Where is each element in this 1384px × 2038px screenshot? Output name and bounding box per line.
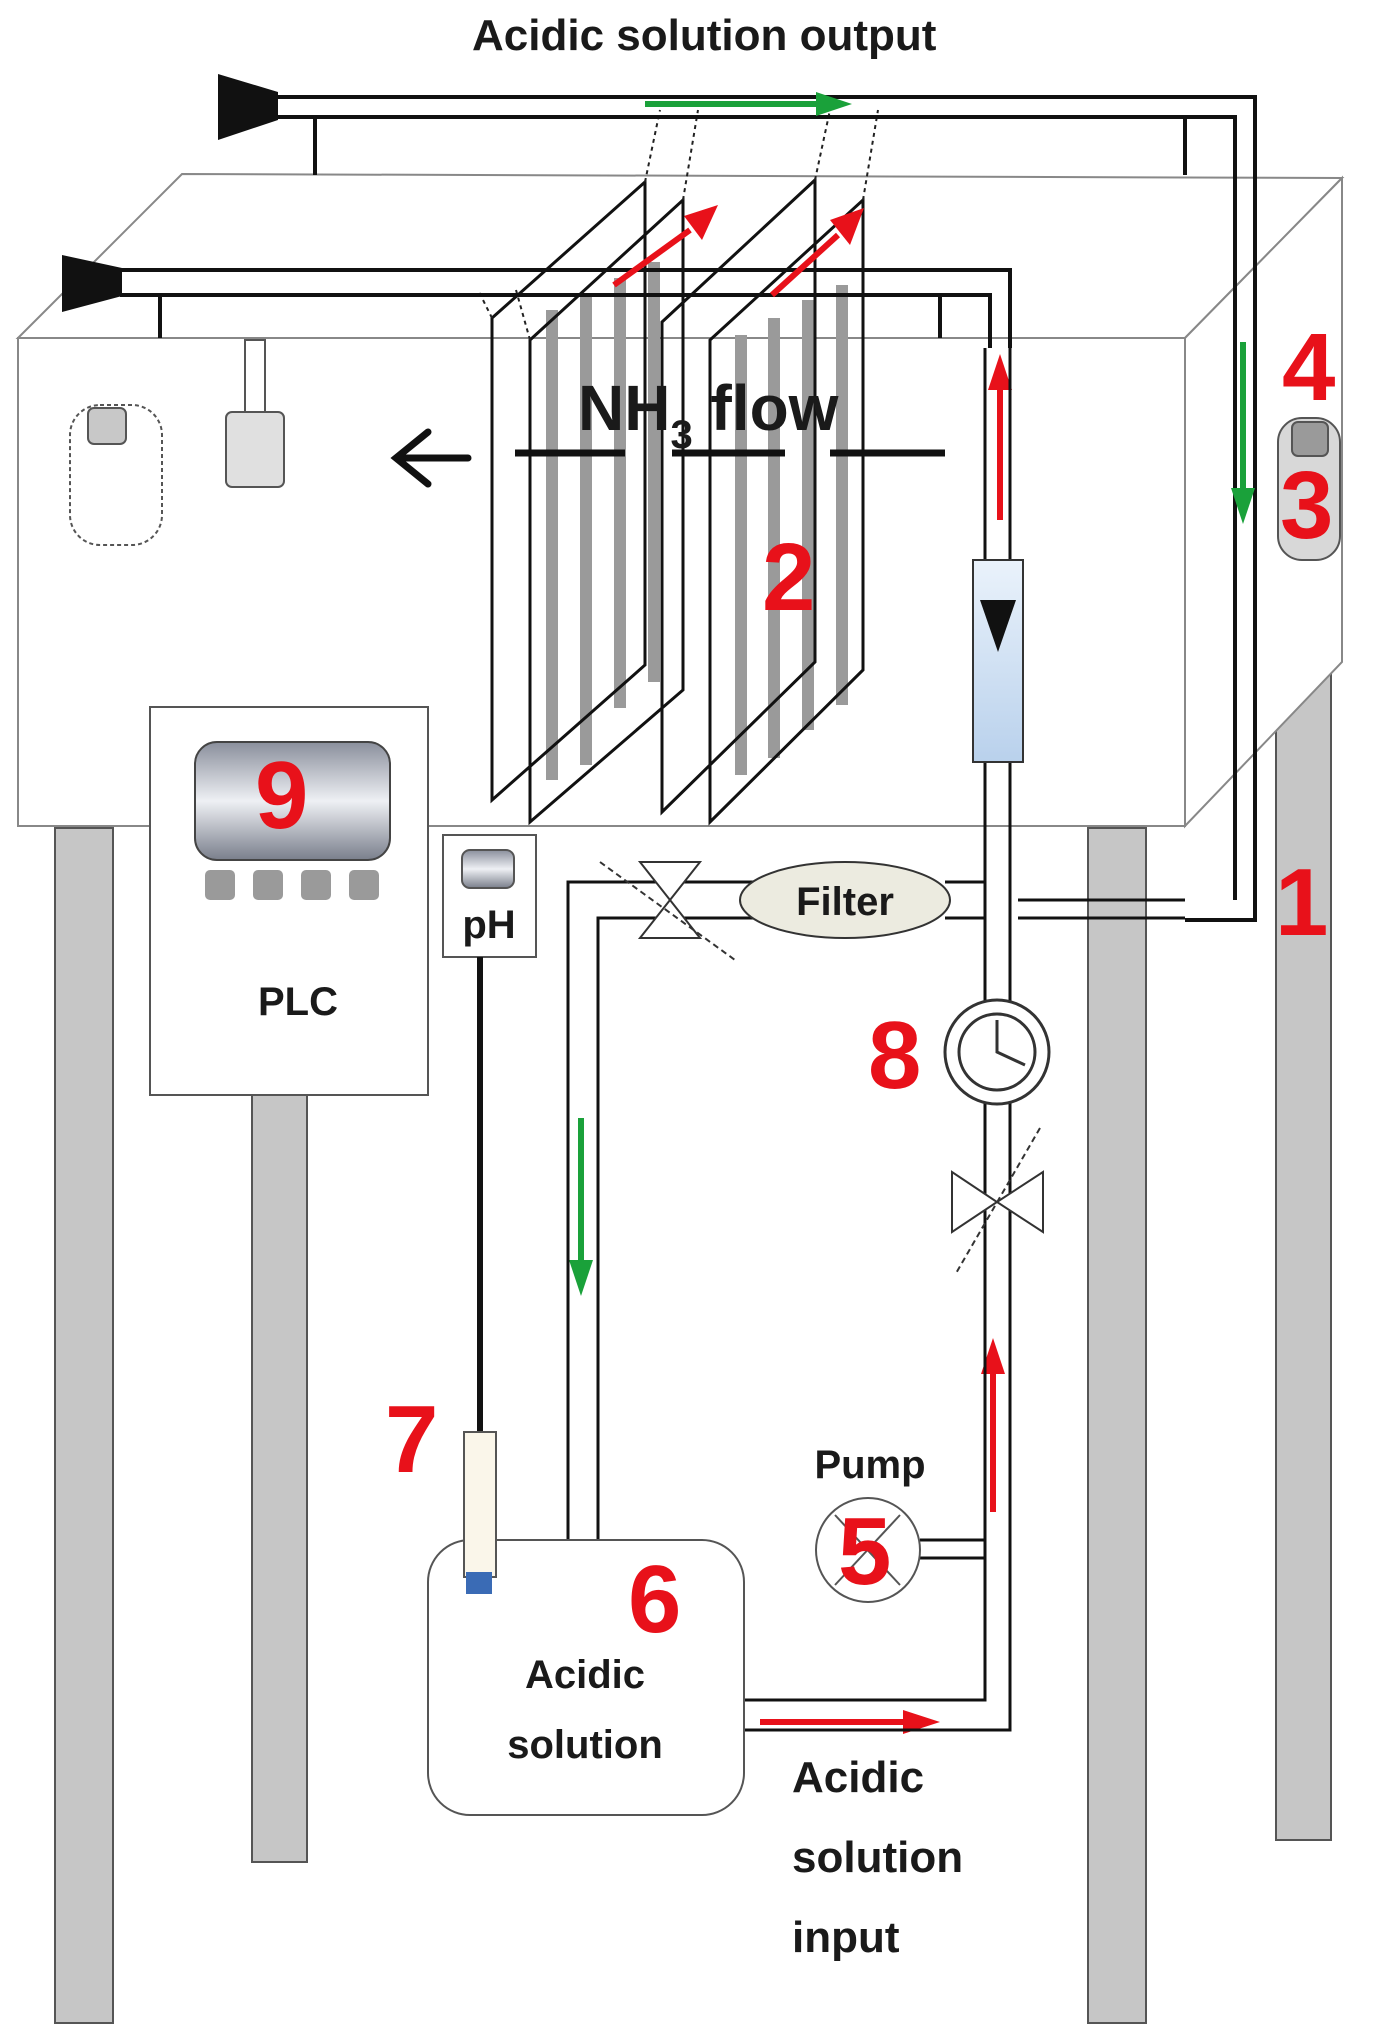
sensor-icon [1277,417,1341,561]
input-label-line1: Acidic [792,1753,924,1802]
filter-label: Filter [796,880,894,924]
flow-arrow-green-down [569,1118,593,1296]
pump-icon [815,1497,921,1603]
flow-arrow-red-input [760,1710,940,1734]
number-3: 3 [1280,452,1333,559]
flow-arrow-green-top [645,92,852,116]
valve-icon [951,1127,1044,1276]
plc-controller: PLC [149,706,429,1096]
sensor-icon [69,404,163,546]
scrubber-housing [15,172,1345,829]
component-numbers: 1 2 3 4 5 6 7 8 9 [255,314,1335,1653]
leg-front-left [54,827,114,2024]
number-5: 5 [838,1498,891,1605]
ph-probe [463,1431,497,1594]
number-6: 6 [628,1546,681,1653]
tank-label-line1: Acidic [525,1653,645,1697]
outlet-duct [268,95,1257,922]
filter: Filter [739,861,951,939]
plc-label: PLC [258,980,338,1024]
support-legs [54,661,1332,2024]
flow-arrow-green-right [1231,342,1255,524]
nh3-direction-arrow [390,428,472,488]
pump-label: Pump [814,1443,925,1487]
fan-outlet-icon [218,74,278,140]
membrane-tubes [546,262,848,780]
ph-meter: pH [442,834,537,958]
output-label: Acidic solution output [472,11,937,60]
valve-icon [599,861,736,961]
leg-back-right [1275,661,1332,1841]
acid-tank: Acidic solution [427,1539,745,1816]
flow-arrow-red-diag-2 [769,208,864,298]
membrane-frames [490,176,865,826]
flow-arrow-red-diag-1 [612,205,718,288]
input-label-line2: solution [792,1833,963,1882]
rotameter-icon [972,559,1024,763]
number-4: 4 [1282,314,1335,421]
input-label-line3: input [792,1913,900,1962]
flow-arrow-red-up-bottom [981,1338,1005,1512]
number-1: 1 [1275,849,1328,956]
leg-front-right [1087,827,1147,2024]
fan-inlet-icon [62,255,122,312]
number-7: 7 [385,1386,438,1493]
return-pipe [566,880,1185,1610]
number-8: 8 [868,1002,921,1109]
housing-top [15,172,1345,339]
ph-label: pH [462,903,515,947]
flow-arrow-red-up-top [988,354,1012,520]
sensor-icon [225,339,285,488]
tank-label-line2: solution [507,1723,663,1767]
leg-back-left [251,1091,308,1863]
pressure-gauge-icon [943,998,1051,1106]
nh3-flow-label: NH3 flow [578,372,839,457]
number-2: 2 [762,524,815,631]
membrane-module [477,109,879,826]
supply-pipe [745,348,1012,1732]
inlet-duct [120,268,1012,348]
number-9: 9 [255,742,308,849]
